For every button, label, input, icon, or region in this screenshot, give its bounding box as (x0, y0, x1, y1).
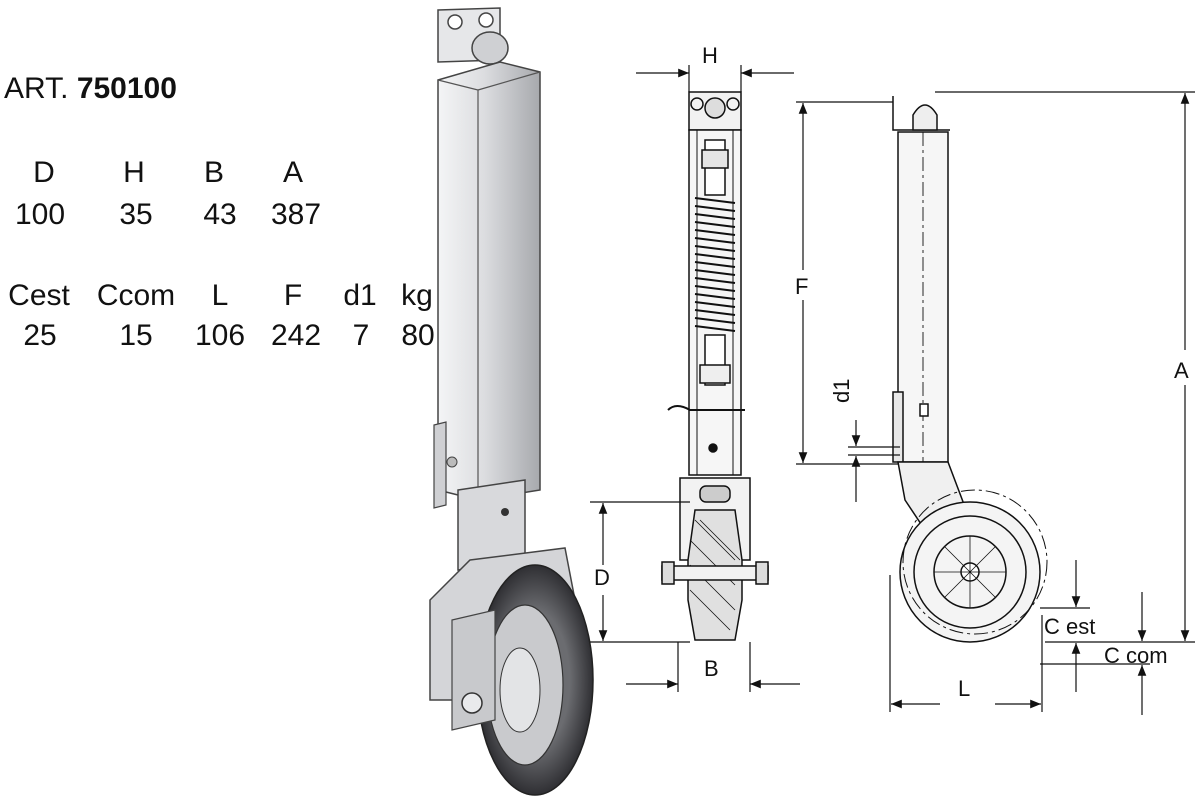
value-d: 100 (14, 198, 66, 231)
value-b: 43 (203, 198, 237, 231)
locking-pin (667, 405, 745, 411)
header-f: F (283, 279, 303, 312)
dim-label-l: L (958, 676, 970, 701)
header-kg: kg (401, 279, 433, 312)
header-cest: Cest (8, 279, 70, 312)
value-h: 35 (119, 198, 153, 231)
dim-label-d: D (594, 565, 610, 590)
header-a: A (282, 156, 303, 189)
header-l: L (211, 279, 229, 312)
nut-cap (912, 104, 938, 131)
hub (499, 647, 541, 733)
article-prefix: ART. (4, 72, 69, 105)
dim-label-h: H (702, 43, 718, 68)
header-d1: d1 (343, 279, 377, 312)
pin-icon (446, 456, 458, 468)
value-l: 106 (194, 319, 246, 352)
outer-tube (437, 61, 541, 501)
spring (694, 197, 736, 332)
value-a: 387 (270, 198, 322, 231)
header-h: H (123, 156, 145, 189)
nut-cap (471, 31, 509, 65)
mount-hole (478, 12, 494, 28)
clamp-plate (433, 421, 447, 509)
value-kg: 80 (401, 319, 435, 352)
value-f: 242 (270, 319, 322, 352)
value-cest: 25 (23, 319, 57, 352)
front-view (661, 91, 769, 641)
article-heading: ART. 750100 (4, 72, 177, 106)
header-ccom: Ccom (96, 279, 176, 312)
axle (661, 565, 769, 581)
header-b: B (203, 156, 224, 189)
axle-nut (461, 692, 483, 714)
dim-label-f: F (795, 274, 808, 299)
dim-label-a: A (1174, 358, 1189, 383)
value-ccom: 15 (119, 319, 153, 352)
mount-hole (447, 14, 463, 30)
jockey-wheel-3d-view (429, 7, 594, 796)
header-d: D (33, 156, 55, 189)
side-view (892, 96, 1048, 643)
value-d1: 7 (352, 319, 370, 352)
spec-table: ART. 750100 D H B A 100 35 43 387 Cest C… (0, 0, 440, 380)
article-number: 750100 (76, 72, 177, 105)
dim-label-c-com: C com (1104, 643, 1168, 668)
side-clamp (892, 391, 904, 463)
dim-label-c-est: C est (1044, 614, 1095, 639)
dim-label-d1: d1 (829, 379, 854, 403)
tube-hole (501, 508, 509, 516)
dim-label-b: B (704, 656, 719, 681)
